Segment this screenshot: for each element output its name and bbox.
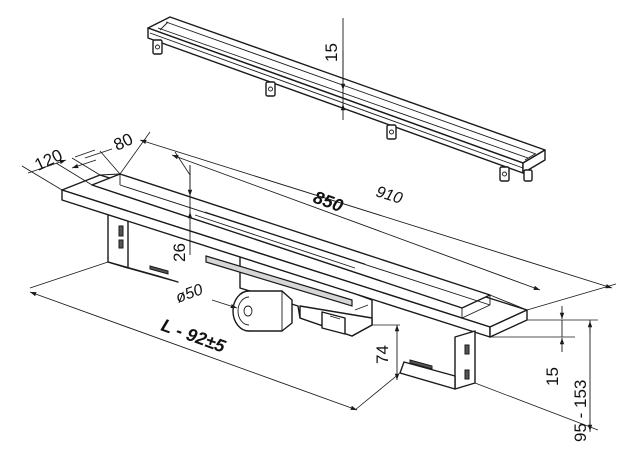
- dim-frame-height: 26: [170, 165, 193, 262]
- label-width-inner: 80: [111, 129, 136, 154]
- dim-length: 910 850: [119, 131, 617, 311]
- label-height-range: 95 - 153: [571, 380, 590, 442]
- label-length-outer: 910: [374, 184, 405, 208]
- dim-tile-depth: 15: [322, 18, 346, 120]
- label-frame-height: 26: [170, 243, 189, 262]
- dim-heights-right: 15 95 - 153: [474, 306, 599, 442]
- label-length-adjust: L - 92±5: [159, 315, 229, 357]
- label-outlet-height: 74: [373, 345, 392, 364]
- label-outlet-diameter: ø50: [174, 281, 206, 306]
- label-tile-depth: 15: [322, 43, 341, 62]
- grate-cover: [147, 16, 546, 182]
- grate-clip-4: [499, 166, 510, 182]
- grate-clip-2: [265, 81, 276, 97]
- drain-channel: [61, 173, 528, 390]
- grate-clip-3: [386, 124, 397, 140]
- right-bracket: [399, 330, 476, 390]
- grate-clip-1: [152, 39, 163, 55]
- grate-clip-5: [523, 169, 533, 182]
- label-length-inner: 850: [311, 187, 346, 216]
- dim-outlet-diameter: ø50: [174, 281, 238, 309]
- label-flange-height: 15: [543, 367, 562, 386]
- dim-outlet-height: 74: [372, 324, 400, 380]
- label-width-outer: 120: [32, 145, 66, 174]
